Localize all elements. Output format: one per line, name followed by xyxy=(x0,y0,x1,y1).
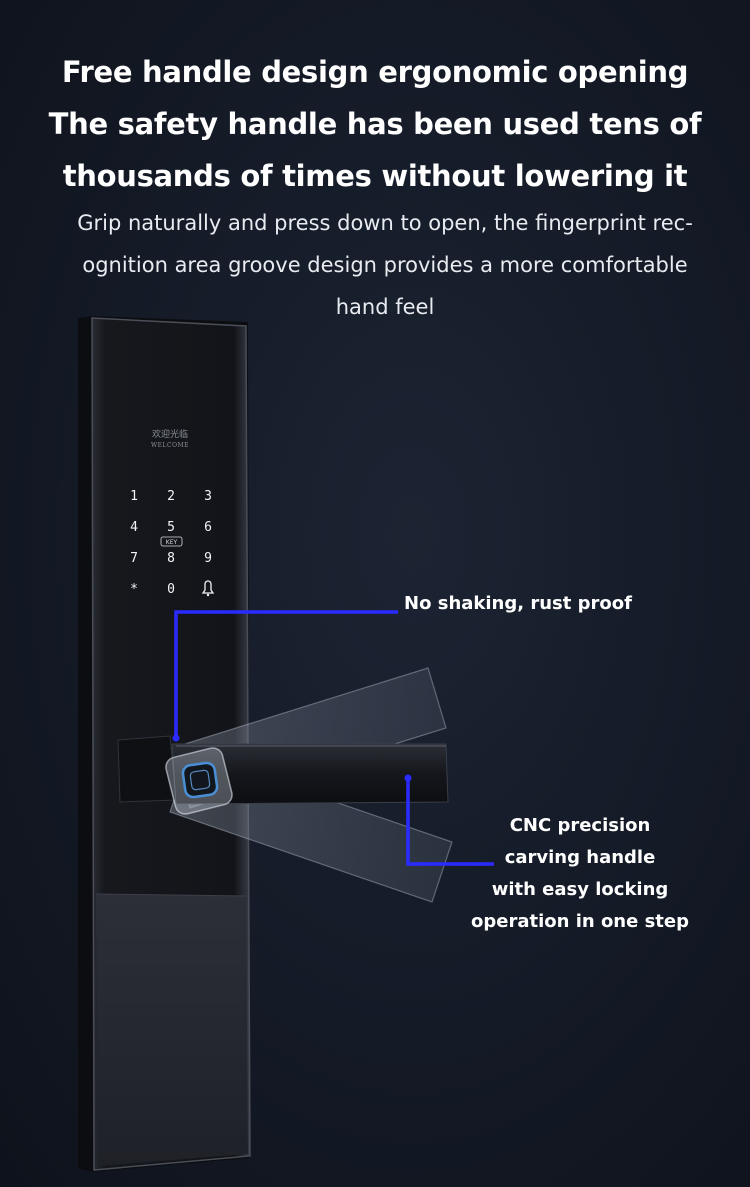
keypad-key-star[interactable]: * xyxy=(130,582,138,597)
callout-cnc-line-2: carving handle xyxy=(504,847,656,868)
headline: Free handle design ergonomic opening The… xyxy=(0,46,750,202)
description-line-3: hand feel xyxy=(335,295,435,319)
callout-dot-top xyxy=(172,734,180,742)
description: Grip naturally and press down to open, t… xyxy=(50,202,720,328)
keypad-key-1[interactable]: 1 xyxy=(130,489,138,504)
keypad-key-9[interactable]: 9 xyxy=(204,551,212,566)
callout-cnc-line-1: CNC precision xyxy=(509,815,651,836)
callout-rust-proof: No shaking, rust proof xyxy=(398,588,638,620)
keypad-key-4[interactable]: 4 xyxy=(130,520,138,535)
welcome-en-text: WELCOME xyxy=(151,442,189,449)
description-line-1: Grip naturally and press down to open, t… xyxy=(77,211,693,235)
headline-line-2: The safety handle has been used tens of xyxy=(48,107,702,141)
keypad-key-0[interactable]: 0 xyxy=(167,582,175,597)
callout-cnc-handle: CNC precision carving handle with easy l… xyxy=(460,810,700,938)
callout-cnc-line-4: operation in one step xyxy=(470,911,690,932)
description-line-2: ognition area groove design provides a m… xyxy=(82,253,688,277)
keypad-key-2[interactable]: 2 xyxy=(167,489,175,504)
lever-handle[interactable] xyxy=(171,743,449,805)
headline-line-3: thousands of times without lowering it xyxy=(62,159,688,193)
callout-dot-bottom xyxy=(404,774,412,782)
headline-line-1: Free handle design ergonomic opening xyxy=(61,55,689,89)
welcome-cn-text: 欢迎光临 xyxy=(152,428,188,440)
callout-line-bottom xyxy=(406,778,494,866)
keypad-key-6[interactable]: 6 xyxy=(204,520,212,535)
callout-line-top xyxy=(174,610,398,738)
callout-rust-proof-text: No shaking, rust proof xyxy=(404,593,632,614)
keypad: 1 2 3 4 5 6 7 8 9 * 0 xyxy=(130,489,212,597)
bell-icon[interactable] xyxy=(201,580,215,597)
fingerprint-icon[interactable] xyxy=(164,746,234,816)
keypad-key-3[interactable]: 3 xyxy=(204,489,212,504)
key-badge-frame xyxy=(160,536,183,547)
keypad-key-7[interactable]: 7 xyxy=(130,551,138,566)
keypad-key-5[interactable]: 5 xyxy=(167,520,175,535)
key-badge-text: KEY xyxy=(166,539,178,546)
keypad-key-8[interactable]: 8 xyxy=(167,551,175,566)
callout-cnc-line-3: with easy locking xyxy=(491,879,669,900)
